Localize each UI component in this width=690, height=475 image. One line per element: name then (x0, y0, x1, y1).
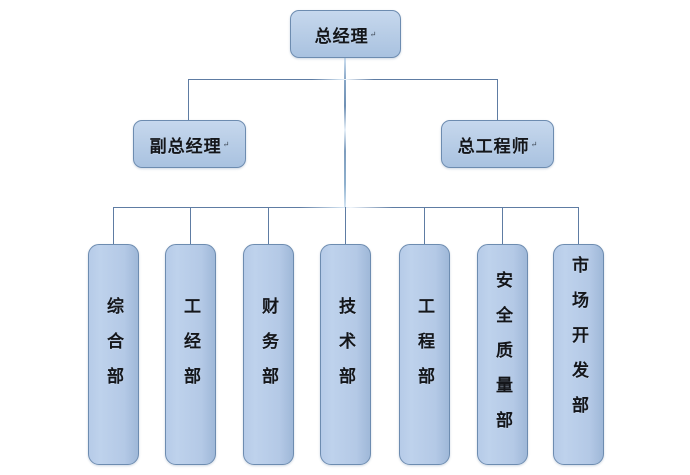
node-dept-finance-label: 财务部 (259, 297, 278, 402)
node-dept-technology-label: 技术部 (336, 297, 355, 402)
node-dept-safety-quality-label: 安全质量部 (493, 271, 512, 446)
paragraph-mark-icon: ↵ (369, 29, 377, 39)
node-dept-market-development[interactable]: 市场开发部 (553, 244, 604, 465)
node-deputy-general-manager[interactable]: 副总经理↵ (133, 120, 246, 168)
connector-drop-dept-6 (502, 207, 503, 245)
connector-drop-dept-5 (424, 207, 425, 245)
node-dept-engineering[interactable]: 工程部 (399, 244, 450, 465)
node-dept-market-development-label: 市场开发部 (569, 256, 588, 431)
node-dept-general-affairs[interactable]: 综合部 (88, 244, 139, 465)
paragraph-mark-icon: ↵ (530, 139, 538, 149)
node-dept-safety-quality[interactable]: 安全质量部 (477, 244, 528, 465)
node-dept-industrial-economics[interactable]: 工经部 (165, 244, 216, 465)
connector-drop-deputy-gm (188, 79, 189, 120)
paragraph-mark-icon: ↵ (222, 139, 230, 149)
connector-spine-vertical (344, 58, 346, 208)
node-general-manager[interactable]: 总经理↵ (290, 10, 401, 58)
node-dept-finance[interactable]: 财务部 (243, 244, 294, 465)
node-dept-industrial-economics-label: 工经部 (181, 297, 200, 402)
connector-drop-dept-3 (268, 207, 269, 245)
connector-drop-dept-7 (578, 207, 579, 245)
connector-drop-dept-2 (190, 207, 191, 245)
node-dept-general-affairs-label: 综合部 (104, 297, 123, 402)
node-dept-engineering-label: 工程部 (415, 297, 434, 402)
connector-level2-horizontal (188, 79, 498, 80)
connector-drop-dept-4 (345, 207, 346, 245)
connector-drop-chief-engineer (497, 79, 498, 120)
node-dept-technology[interactable]: 技术部 (320, 244, 371, 465)
connector-drop-dept-1 (113, 207, 114, 245)
node-chief-engineer[interactable]: 总工程师↵ (441, 120, 554, 168)
connector-level3-horizontal (113, 207, 579, 208)
node-general-manager-label: 总经理 (314, 26, 369, 46)
node-chief-engineer-label: 总工程师 (457, 136, 530, 156)
node-deputy-general-manager-label: 副总经理 (149, 136, 222, 156)
